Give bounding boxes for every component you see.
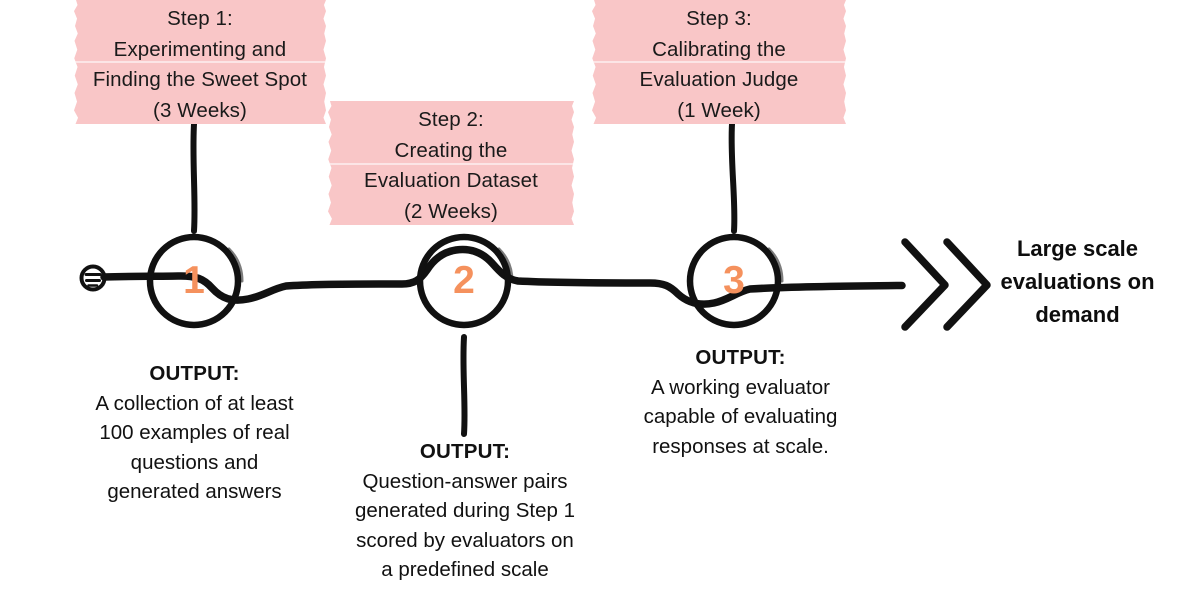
step-marker-label-2: 2 xyxy=(453,259,475,302)
output-1-line-3: questions and xyxy=(130,450,259,474)
step-note-1-line-1: Step 1: xyxy=(167,7,233,30)
output-1-line-1: A collection of at least xyxy=(95,391,294,415)
output-block-2: OUTPUT: Question-answer pairs generated … xyxy=(325,437,605,585)
output-heading-3: OUTPUT: xyxy=(695,346,786,369)
timeline-start-icon xyxy=(79,264,107,292)
output-heading-2: OUTPUT: xyxy=(419,440,511,463)
output-1-line-2: 100 examples of real xyxy=(99,421,290,444)
step-note-3-line-2: Calibrating the xyxy=(652,37,786,61)
connector-step-3 xyxy=(728,121,738,234)
step-note-1: Step 1: Experimenting and Finding the Sw… xyxy=(74,0,326,124)
output-2-line-4: a predefined scale xyxy=(381,558,549,581)
step-marker-label-3: 3 xyxy=(723,259,745,302)
connector-step-1 xyxy=(190,121,198,234)
step-note-2-line-2: Creating the xyxy=(394,138,508,162)
step-note-2-line-4: (2 Weeks) xyxy=(404,199,498,223)
final-outcome-line-1: Large scale xyxy=(1016,236,1139,261)
step-note-3-line-1: Step 3: xyxy=(686,7,752,30)
output-block-1: OUTPUT: A collection of at least 100 exa… xyxy=(62,359,327,507)
output-3-line-1: A working evaluator xyxy=(651,375,830,399)
step-note-1-line-3: Finding the Sweet Spot xyxy=(92,68,308,91)
output-2-line-1: Question-answer pairs xyxy=(362,469,568,493)
step-note-3: Step 3: Calibrating the Evaluation Judge… xyxy=(592,0,846,124)
output-2-line-2: generated during Step 1 xyxy=(355,499,575,522)
output-3-line-2: capable of evaluating xyxy=(643,405,838,428)
output-3-line-3: responses at scale. xyxy=(652,434,829,458)
step-note-2: Step 2: Creating the Evaluation Dataset … xyxy=(328,101,574,225)
step-note-1-line-2: Experimenting and xyxy=(113,37,287,61)
step-marker-label-1: 1 xyxy=(183,259,205,302)
output-1-line-4: generated answers xyxy=(107,480,282,503)
output-heading-1: OUTPUT: xyxy=(149,362,240,385)
final-outcome-line-2: evaluations on xyxy=(1000,269,1155,294)
final-outcome-line-3: demand xyxy=(1035,302,1120,327)
final-outcome-label: Large scale evaluations on demand xyxy=(965,232,1190,331)
step-note-3-line-3: Evaluation Judge xyxy=(639,68,799,91)
step-note-1-line-4: (3 Weeks) xyxy=(153,98,247,122)
step-note-3-line-4: (1 Week) xyxy=(677,98,761,122)
connector-step-2 xyxy=(460,334,468,437)
step-note-2-line-3: Evaluation Dataset xyxy=(364,169,538,192)
output-2-line-3: scored by evaluators on xyxy=(356,528,574,552)
step-note-2-line-1: Step 2: xyxy=(418,108,484,131)
output-block-3: OUTPUT: A working evaluator capable of e… xyxy=(608,343,873,461)
